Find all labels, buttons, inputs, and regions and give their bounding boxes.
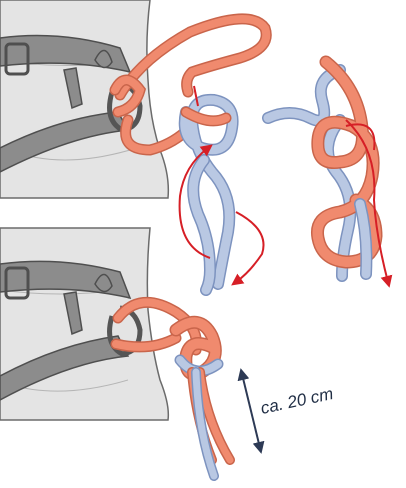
figure-eight-step-two: [268, 62, 388, 282]
top-harness-panel: [0, 0, 168, 198]
top-body-silhouette: [0, 0, 168, 198]
bottom-body-silhouette: [0, 228, 168, 420]
bottom-harness-panel: [0, 228, 168, 420]
figure-eight-step-one: [180, 86, 264, 290]
tail-length-label: ca. 20 cm: [259, 384, 335, 418]
step-one-guide-arrow-down: [236, 212, 264, 282]
tail-length-measure-arrow: [242, 374, 260, 448]
